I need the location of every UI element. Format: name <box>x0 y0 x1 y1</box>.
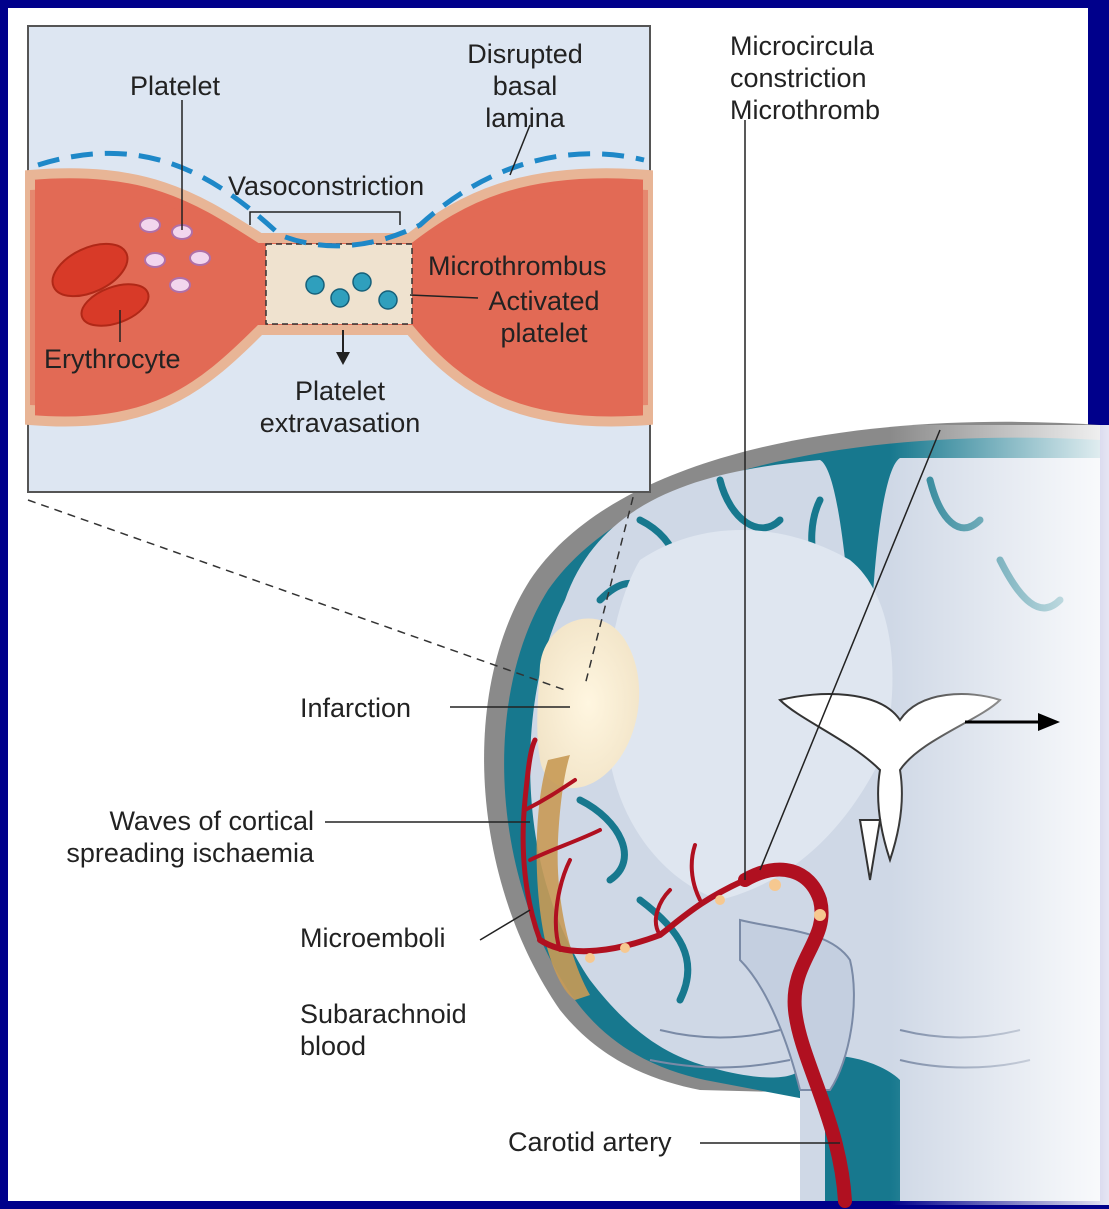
label-microemboli: Microemboli <box>300 922 446 954</box>
label-line: Microthromb <box>730 94 895 126</box>
label-carotid-artery: Carotid artery <box>508 1126 672 1158</box>
label-line: Platelet <box>240 375 440 407</box>
label-platelet-extravasation: Platelet extravasation <box>240 375 440 439</box>
label-line: Waves of cortical <box>18 805 314 837</box>
label-disrupted-basal-lamina: Disrupted basal lamina <box>440 38 610 134</box>
label-line: extravasation <box>240 407 440 439</box>
label-subarachnoid-blood: Subarachnoid blood <box>300 998 467 1062</box>
label-line: constriction <box>730 62 895 94</box>
label-microthrombus: Microthrombus <box>428 250 607 282</box>
label-platelet: Platelet <box>130 70 220 102</box>
label-line: spreading ischaemia <box>18 837 314 869</box>
label-vasoconstriction: Vasoconstriction <box>228 170 424 202</box>
label-line: lamina <box>440 102 610 134</box>
label-line: Activated <box>474 285 614 317</box>
label-waves-cortical-spreading-ischaemia: Waves of cortical spreading ischaemia <box>18 805 314 869</box>
microthrombus-box <box>266 244 412 324</box>
label-infarction: Infarction <box>300 692 411 724</box>
label-activated-platelet: Activated platelet <box>474 285 614 349</box>
label-erythrocyte: Erythrocyte <box>44 343 181 375</box>
label-line: Subarachnoid <box>300 998 467 1030</box>
label-line: platelet <box>474 317 614 349</box>
label-microcirculation: Microcircula constriction Microthromb <box>730 30 895 126</box>
label-line: Microcircula <box>730 30 895 62</box>
label-line: basal <box>440 70 610 102</box>
label-line: blood <box>300 1030 467 1062</box>
label-line: Disrupted <box>440 38 610 70</box>
